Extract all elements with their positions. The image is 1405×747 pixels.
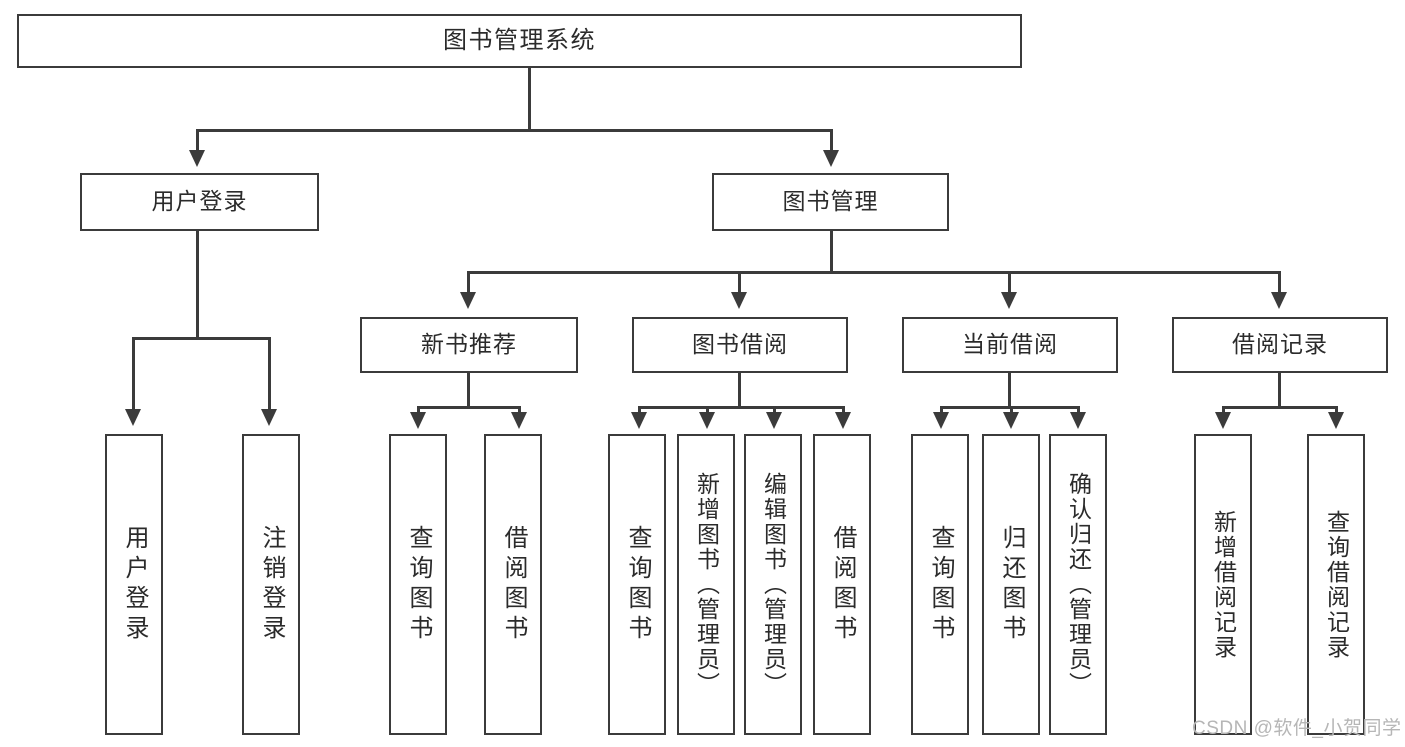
connector-current-borrow-stem (1008, 373, 1011, 409)
arrowhead-leaf-rec-borrow-book (511, 412, 527, 429)
connector-book-borrow-stem (738, 373, 741, 409)
node-label: 编辑图书（管理员） (760, 472, 787, 697)
arrowhead-leaf-logout (261, 409, 277, 426)
arrowhead-leaf-rec-query-book (410, 412, 426, 429)
connector-user-login-stem (196, 231, 199, 340)
arrowhead-book-manage (823, 150, 839, 167)
connector-bm-to-new-book (467, 271, 470, 296)
arrowhead-leaf-cur-query-book (933, 412, 949, 429)
connector-cb-leaf2 (1010, 406, 1013, 416)
node-label: 注销登录 (258, 524, 285, 645)
leaf-node-brw-borrow-book[interactable]: 借阅图书 (813, 434, 871, 735)
connector-root-to-book-manage (830, 129, 833, 154)
connector-book-manage-bus (467, 271, 1279, 274)
connector-bb-leaf3 (773, 406, 776, 416)
connector-new-book-stem (467, 373, 470, 409)
node-new-book-rec[interactable]: 新书推荐 (360, 317, 578, 373)
arrowhead-leaf-rec-add-record (1215, 412, 1231, 429)
leaf-node-cur-query-book[interactable]: 查询图书 (911, 434, 969, 735)
watermark-text: CSDN @软件_小贺同学 (1192, 718, 1402, 739)
connector-root-stem (528, 68, 531, 131)
leaf-node-brw-add-book[interactable]: 新增图书（管理员） (677, 434, 735, 735)
connector-user-login-leaf2 (268, 337, 271, 413)
connector-bb-leaf1 (638, 406, 641, 416)
leaf-node-logout[interactable]: 注销登录 (242, 434, 300, 735)
arrowhead-current-borrow (1001, 292, 1017, 309)
connector-root-to-user-login (196, 129, 199, 154)
node-book-manage[interactable]: 图书管理 (712, 173, 949, 231)
node-label: 确认归还（管理员） (1065, 472, 1092, 697)
node-book-borrow[interactable]: 图书借阅 (632, 317, 848, 373)
connector-book-manage-stem (830, 231, 833, 273)
arrowhead-leaf-brw-add-book (699, 412, 715, 429)
leaf-node-brw-query-book[interactable]: 查询图书 (608, 434, 666, 735)
connector-bm-to-book-borrow (738, 271, 741, 296)
leaf-node-cur-return-book[interactable]: 归还图书 (982, 434, 1040, 735)
arrowhead-user-login (189, 150, 205, 167)
connector-nb-leaf2 (518, 406, 521, 416)
node-label: 用户登录 (151, 188, 248, 215)
node-label: 查询图书 (624, 524, 651, 645)
node-borrow-record[interactable]: 借阅记录 (1172, 317, 1388, 373)
node-label: 查询图书 (927, 524, 954, 645)
connector-root-bus (196, 129, 833, 132)
connector-nb-leaf1 (417, 406, 420, 416)
arrowhead-leaf-brw-edit-book (766, 412, 782, 429)
connector-bm-to-borrow-record (1278, 271, 1281, 296)
leaf-node-rec-query-book[interactable]: 查询图书 (389, 434, 447, 735)
arrowhead-borrow-record (1271, 292, 1287, 309)
node-label: 借阅图书 (829, 524, 856, 645)
node-user-login[interactable]: 用户登录 (80, 173, 319, 231)
node-root-system[interactable]: 图书管理系统 (17, 14, 1022, 68)
leaf-node-brw-edit-book[interactable]: 编辑图书（管理员） (744, 434, 802, 735)
arrowhead-book-borrow (731, 292, 747, 309)
connector-borrow-record-bus (1222, 406, 1338, 409)
connector-new-book-bus (417, 406, 521, 409)
arrowhead-leaf-user-login (125, 409, 141, 426)
node-label: 查询借阅记录 (1323, 509, 1350, 660)
connector-user-login-leaf1 (132, 337, 135, 413)
node-label: 图书借阅 (692, 331, 788, 358)
arrowhead-leaf-cur-return-book (1003, 412, 1019, 429)
node-current-borrow[interactable]: 当前借阅 (902, 317, 1118, 373)
arrowhead-leaf-brw-borrow-book (835, 412, 851, 429)
arrowhead-new-book-rec (460, 292, 476, 309)
arrowhead-leaf-cur-confirm-return (1070, 412, 1086, 429)
connector-cb-leaf1 (940, 406, 943, 416)
node-label: 当前借阅 (962, 331, 1058, 358)
connector-br-leaf2 (1335, 406, 1338, 416)
leaf-node-cur-confirm-return[interactable]: 确认归还（管理员） (1049, 434, 1107, 735)
leaf-node-rec-query-record[interactable]: 查询借阅记录 (1307, 434, 1365, 735)
node-label: 借阅记录 (1232, 331, 1328, 358)
connector-bb-leaf2 (706, 406, 709, 416)
node-label: 新增图书（管理员） (693, 472, 720, 697)
node-label: 图书管理 (782, 188, 879, 215)
leaf-node-rec-borrow-book[interactable]: 借阅图书 (484, 434, 542, 735)
connector-cb-leaf3 (1077, 406, 1080, 416)
arrowhead-leaf-rec-query-record (1328, 412, 1344, 429)
node-label: 新书推荐 (421, 331, 517, 358)
node-label: 用户登录 (121, 524, 148, 645)
node-label: 新增借阅记录 (1210, 509, 1237, 660)
node-label: 图书管理系统 (443, 26, 596, 54)
connector-bb-leaf4 (842, 406, 845, 416)
connector-book-borrow-bus (638, 406, 845, 409)
node-label: 归还图书 (998, 524, 1025, 645)
connector-borrow-record-stem (1278, 373, 1281, 409)
leaf-node-user-login[interactable]: 用户登录 (105, 434, 163, 735)
connector-bm-to-current-borrow (1008, 271, 1011, 296)
connector-user-login-bus (132, 337, 270, 340)
node-label: 查询图书 (405, 524, 432, 645)
leaf-node-rec-add-record[interactable]: 新增借阅记录 (1194, 434, 1252, 735)
node-label: 借阅图书 (500, 524, 527, 645)
arrowhead-leaf-brw-query-book (631, 412, 647, 429)
connector-br-leaf1 (1222, 406, 1225, 416)
